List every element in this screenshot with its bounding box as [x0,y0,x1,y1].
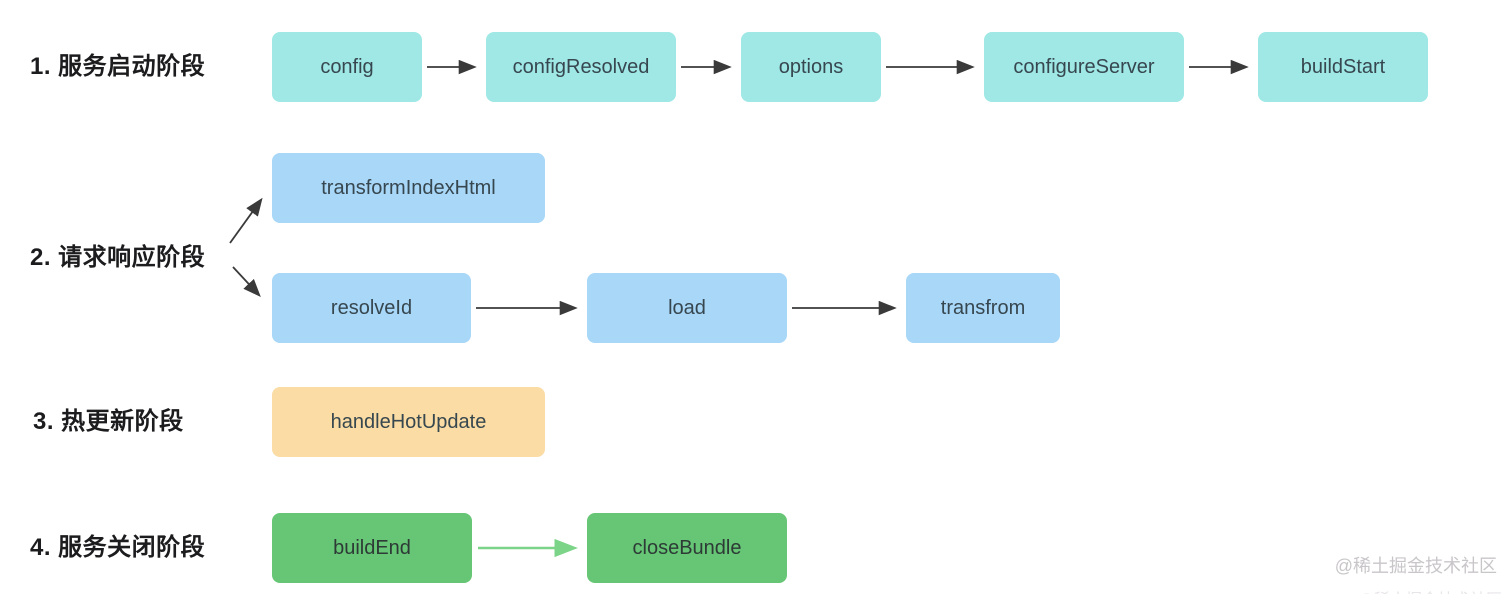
arrow-stage2-to-transformindexhtml [229,197,263,244]
arrow-stage2-to-resolveid [232,266,261,297]
node-config: config [272,32,422,102]
node-resolveid: resolveId [272,273,471,343]
node-closebundle: closeBundle [587,513,787,583]
node-transformindexhtml: transformIndexHtml [272,153,545,223]
node-configresolved: configResolved [486,32,676,102]
node-transfrom: transfrom [906,273,1060,343]
stage-2-label: 2. 请求响应阶段 [30,244,206,271]
node-handlehotupdate: handleHotUpdate [272,387,545,457]
node-load: load [587,273,787,343]
node-options: options [741,32,881,102]
stage-1-label: 1. 服务启动阶段 [30,53,206,80]
node-configureserver: configureServer [984,32,1184,102]
stage-4-label: 4. 服务关闭阶段 [30,534,206,561]
node-buildstart: buildStart [1258,32,1428,102]
stage-3-label: 3. 热更新阶段 [33,408,184,435]
node-buildend: buildEnd [272,513,472,583]
watermark: @稀土掘金技术社区 [1334,556,1497,576]
watermark-partial: @稀土掘金技术社区 [1358,586,1502,594]
